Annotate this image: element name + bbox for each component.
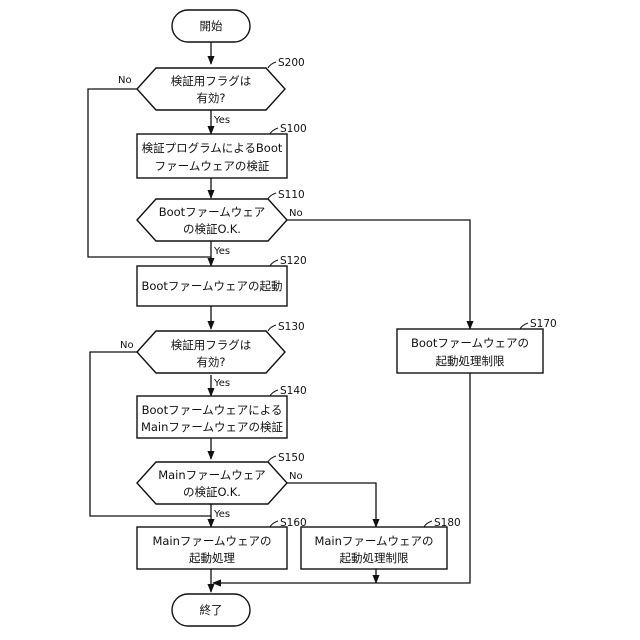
s150-line1: Mainファームウェア — [158, 468, 266, 482]
s100-line2: ファームウェアの検証 — [155, 159, 270, 173]
connectors — [88, 42, 470, 592]
end-label: 終了 — [200, 603, 223, 617]
process-s120: Bootファームウェアの起動 — [137, 266, 287, 306]
step-label-s180: S180 — [434, 517, 461, 529]
process-s100: 検証プログラムによるBoot ファームウェアの検証 — [137, 134, 287, 178]
s150-line2: の検証O.K. — [183, 485, 241, 499]
branch-label-s200-no: No — [118, 75, 132, 86]
decision-s200: 検証用フラグは 有効? — [137, 68, 285, 110]
start-terminal: 開始 — [172, 10, 250, 42]
decision-s110: Bootファームウェア の検証O.K. — [137, 199, 287, 241]
branch-label-s130-no: No — [120, 340, 134, 351]
s120-line1: Bootファームウェアの起動 — [141, 279, 282, 293]
connector-s110-no — [287, 220, 470, 329]
step-label-s100: S100 — [280, 123, 307, 135]
s180-line1: Mainファームウェアの — [314, 534, 433, 548]
process-s170: Bootファームウェアの 起動処理制限 — [397, 329, 543, 373]
branch-label-s110-no: No — [289, 208, 303, 219]
step-label-s200: S200 — [278, 57, 305, 69]
process-s160: Mainファームウェアの 起動処理 — [137, 527, 287, 569]
s160-line1: Mainファームウェアの — [152, 534, 271, 548]
s110-line1: Bootファームウェア — [159, 205, 266, 219]
s140-line2: Mainファームウェアの検証 — [141, 420, 284, 434]
step-label-s110: S110 — [278, 189, 305, 201]
s160-line2: 起動処理 — [189, 551, 235, 565]
s110-line2: の検証O.K. — [183, 222, 241, 236]
end-terminal: 終了 — [172, 594, 250, 626]
branch-label-s200-yes: Yes — [213, 115, 230, 126]
step-label-s120: S120 — [280, 255, 307, 267]
s200-line1: 検証用フラグは — [171, 74, 252, 88]
s100-line1: 検証プログラムによるBoot — [142, 141, 283, 155]
process-s140: Bootファームウェアによる Mainファームウェアの検証 — [137, 396, 287, 438]
step-label-s150: S150 — [278, 452, 305, 464]
s130-line2: 有効? — [196, 355, 225, 369]
decision-s150: Mainファームウェア の検証O.K. — [137, 462, 287, 504]
start-label: 開始 — [200, 19, 223, 33]
s170-line1: Bootファームウェアの — [411, 336, 529, 350]
step-label-s130: S130 — [278, 321, 305, 333]
s130-line1: 検証用フラグは — [171, 338, 252, 352]
process-s180: Mainファームウェアの 起動処理制限 — [301, 527, 447, 569]
s200-line2: 有効? — [196, 91, 225, 105]
branch-label-s150-yes: Yes — [213, 509, 230, 520]
branch-label-s130-yes: Yes — [213, 378, 230, 389]
step-label-s140: S140 — [280, 385, 307, 397]
s170-line2: 起動処理制限 — [436, 354, 505, 368]
branch-label-s150-no: No — [289, 471, 303, 482]
s180-line2: 起動処理制限 — [340, 551, 409, 565]
step-label-s170: S170 — [530, 318, 557, 330]
s140-line1: Bootファームウェアによる — [142, 403, 283, 417]
decision-s130: 検証用フラグは 有効? — [137, 331, 285, 373]
branch-label-s110-yes: Yes — [213, 246, 230, 257]
